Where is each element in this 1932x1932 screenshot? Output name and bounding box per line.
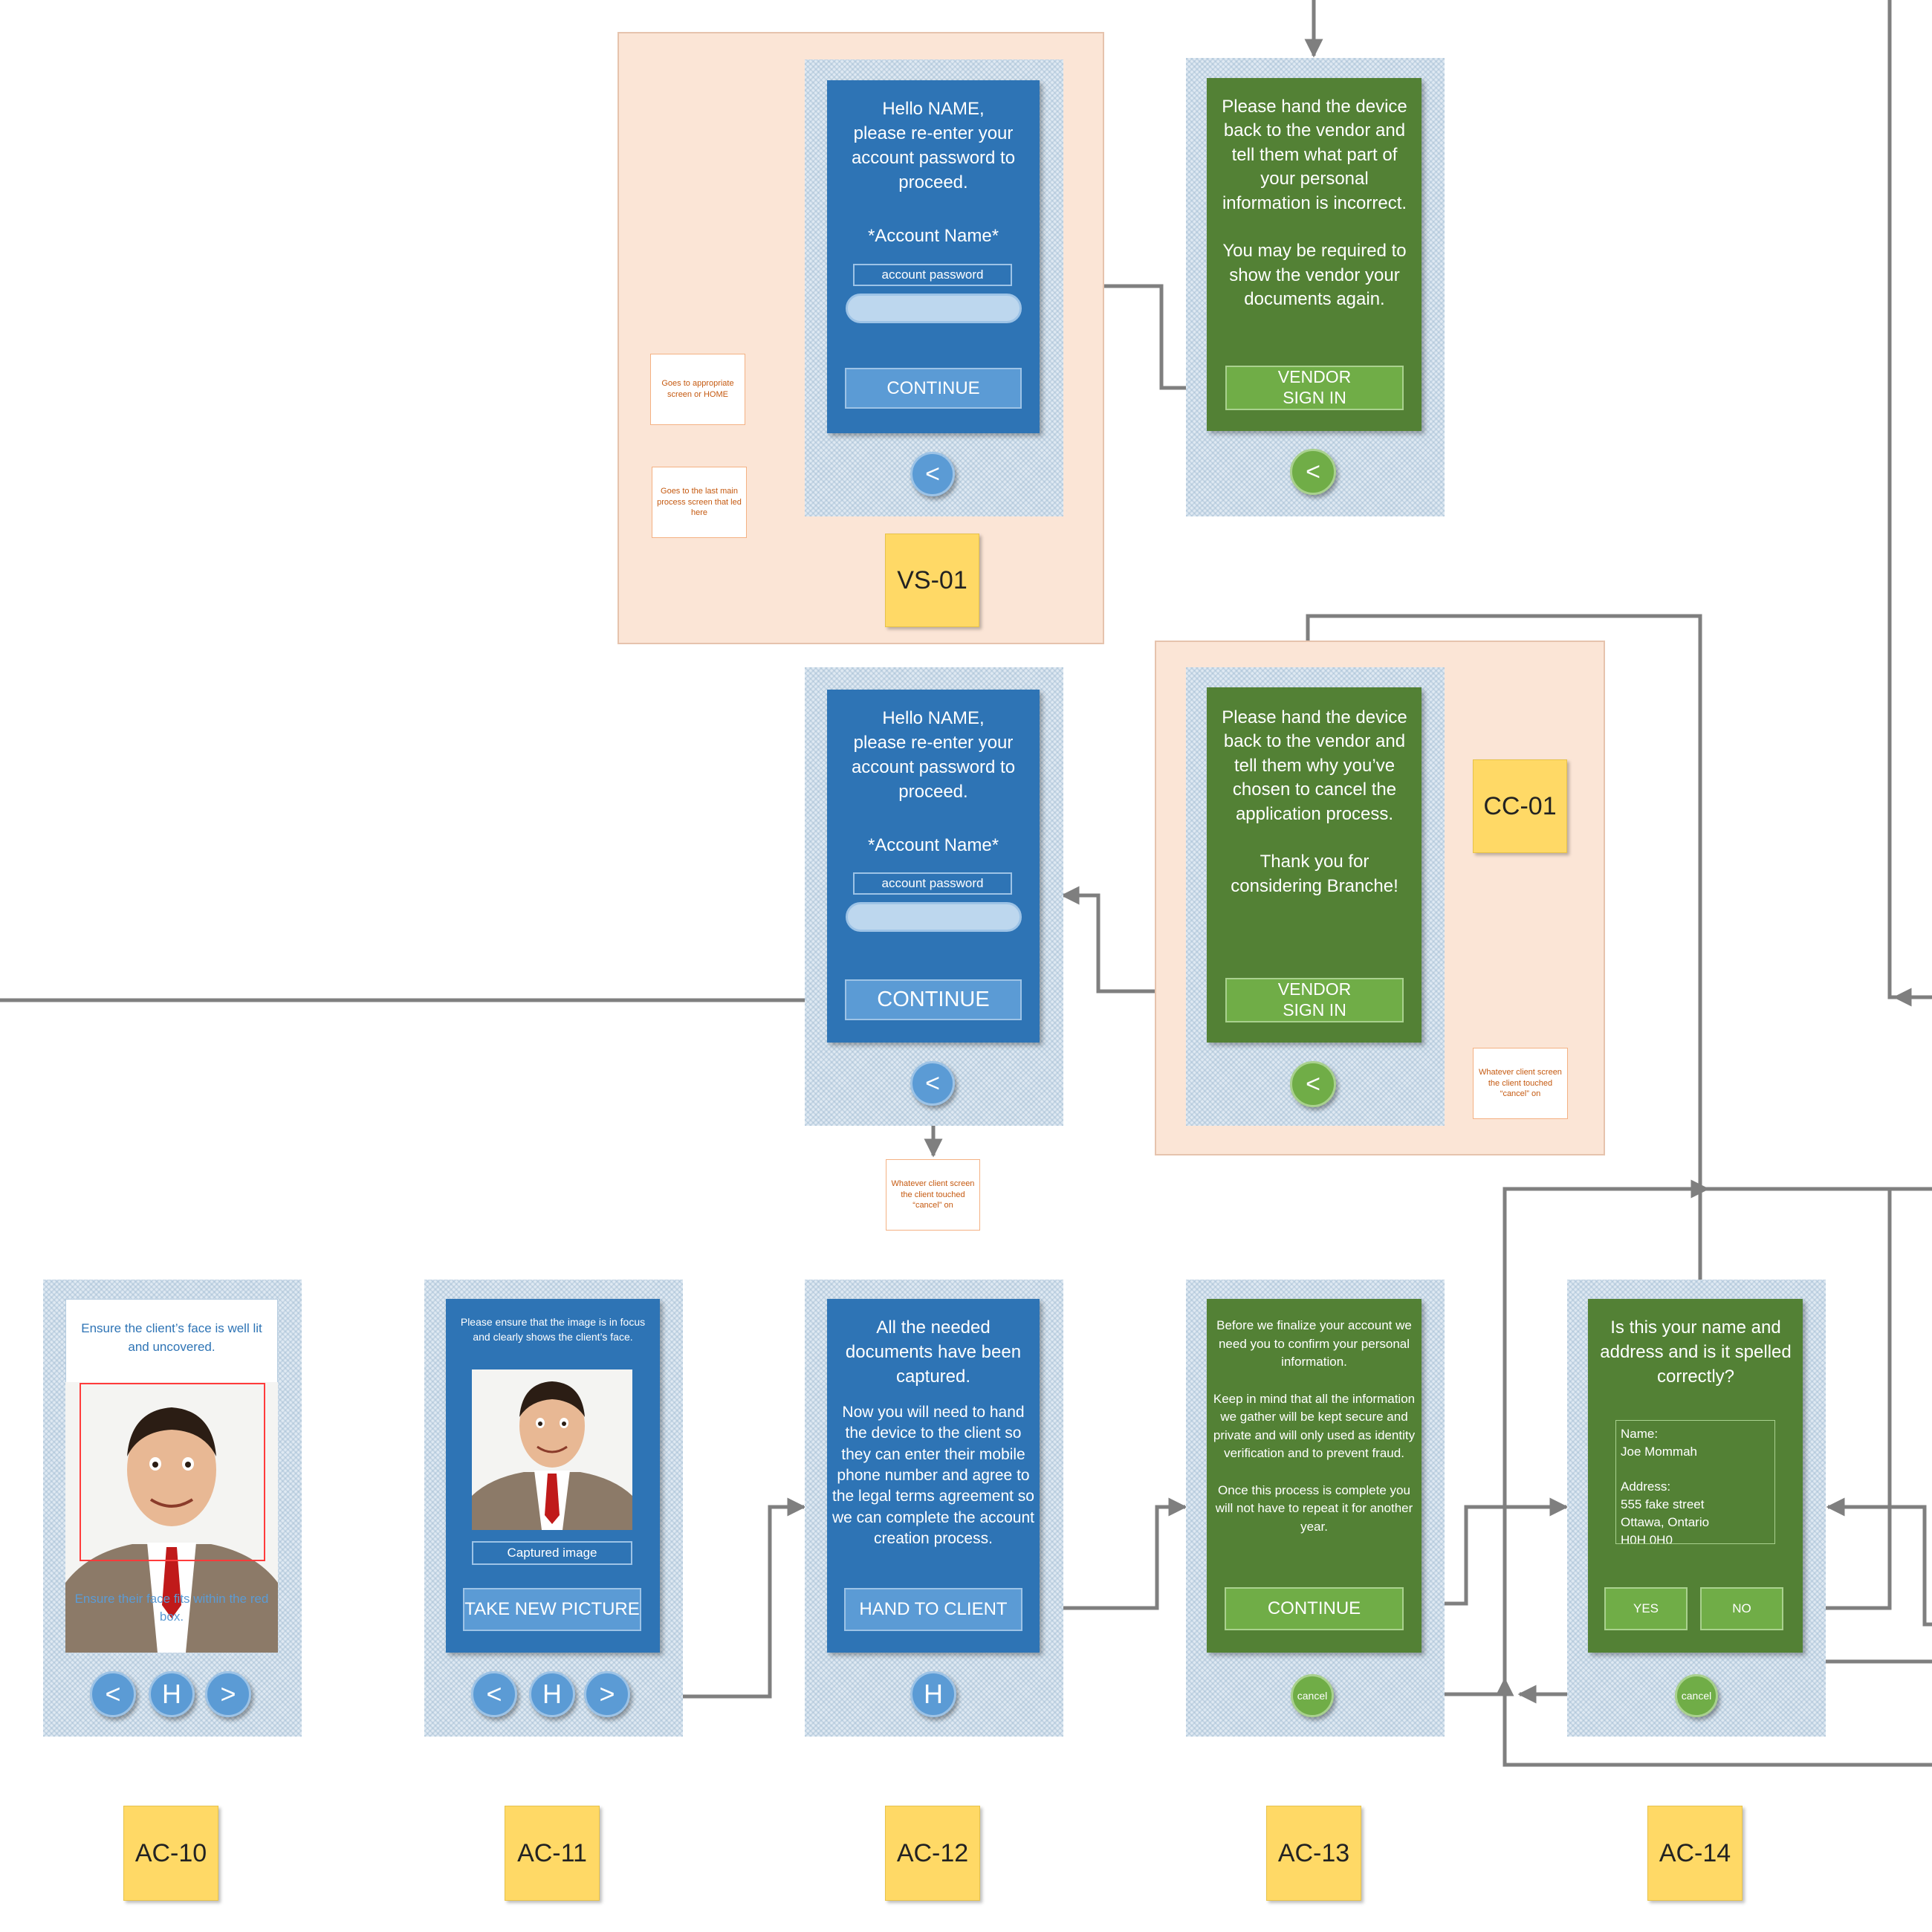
cc01-note-back: Whatever client screen the client touche…	[1473, 1048, 1568, 1119]
ac11-caption: Captured image	[472, 1541, 632, 1565]
ac14-yes-button[interactable]: YES	[1604, 1587, 1688, 1630]
cc01-label: CC-01	[1473, 759, 1567, 853]
ac13-continue-button[interactable]: CONTINUE	[1225, 1587, 1404, 1630]
ac10-overlay-text: Ensure their face fits within the red bo…	[74, 1592, 269, 1624]
vs01-back-button[interactable]: <	[910, 452, 955, 496]
ac12-home-button[interactable]: H	[910, 1671, 956, 1717]
vs01-password-input[interactable]	[846, 294, 1022, 323]
vs-cancel-greeting: Hello NAME, please re-enter your account…	[851, 708, 1016, 803]
ac14-details-box: Name: Joe Mommah Address: 555 fake stree…	[1615, 1420, 1775, 1544]
ac14-no-button[interactable]: NO	[1700, 1587, 1783, 1630]
ac11-next-button[interactable]: >	[584, 1671, 630, 1717]
vs-cancel-back-button[interactable]: <	[910, 1061, 955, 1106]
ac14-question: Is this your name and address and is it …	[1600, 1317, 1792, 1387]
ac12-title: All the needed documents have been captu…	[845, 1317, 1022, 1387]
ac13-cancel-button[interactable]: cancel	[1291, 1674, 1334, 1717]
vs01-password-label: account password	[853, 264, 1012, 286]
vendor-incorrect-sign-in-button[interactable]: VENDOR SIGN IN	[1225, 366, 1404, 410]
ac10-back-button[interactable]: <	[90, 1671, 136, 1717]
vs01-label: VS-01	[885, 534, 979, 627]
ac11-take-new-picture-button[interactable]: TAKE NEW PICTURE	[463, 1588, 641, 1631]
cc01-message: Please hand the device back to the vendo…	[1222, 707, 1407, 896]
ac11-instruction: Please ensure that the image is in focus…	[460, 1316, 646, 1343]
ac10-next-button[interactable]: >	[205, 1671, 251, 1717]
ac10-home-button[interactable]: H	[149, 1671, 195, 1717]
vs-cancel-note-back: Whatever client screen the client touche…	[886, 1159, 980, 1231]
vs01-note-back: Goes to the last main process screen tha…	[652, 467, 747, 538]
vs01-note-continue: Goes to appropriate screen or HOME	[650, 354, 745, 425]
vendor-incorrect-message: Please hand the device back to the vendo…	[1222, 97, 1407, 310]
ac13-label: AC-13	[1266, 1806, 1361, 1901]
client-face-photo	[65, 1382, 278, 1653]
ac11-home-button[interactable]: H	[529, 1671, 575, 1717]
ac10-face-guide-box	[80, 1383, 265, 1561]
ac12-hand-to-client-button[interactable]: HAND TO CLIENT	[844, 1588, 1022, 1631]
cc01-back-button[interactable]: <	[1290, 1061, 1336, 1107]
ac14-cancel-button[interactable]: cancel	[1675, 1674, 1718, 1717]
vs01-continue-button[interactable]: CONTINUE	[845, 368, 1022, 409]
ac12-body: Now you will need to hand the device to …	[832, 1404, 1034, 1548]
vs-cancel-password-input[interactable]	[846, 902, 1022, 932]
ac12-label: AC-12	[885, 1806, 980, 1901]
cc01-sign-in-button[interactable]: VENDOR SIGN IN	[1225, 978, 1404, 1022]
vs01-greeting: Hello NAME, please re-enter your account…	[851, 99, 1016, 193]
vendor-incorrect-back-button[interactable]: <	[1290, 449, 1336, 495]
ac11-label: AC-11	[505, 1806, 600, 1901]
captured-face-photo	[472, 1369, 632, 1530]
ac10-label: AC-10	[123, 1806, 218, 1901]
vs01-account-name: *Account Name*	[867, 226, 999, 246]
vs-cancel-account-name: *Account Name*	[867, 835, 999, 855]
ac14-label: AC-14	[1647, 1806, 1743, 1901]
vs-cancel-continue-button[interactable]: CONTINUE	[845, 979, 1022, 1020]
ac11-back-button[interactable]: <	[471, 1671, 517, 1717]
vs-cancel-password-label: account password	[853, 872, 1012, 895]
ac13-body: Before we finalize your account we need …	[1213, 1318, 1416, 1534]
ac10-instruction: Ensure the client’s face is well lit and…	[81, 1321, 262, 1354]
